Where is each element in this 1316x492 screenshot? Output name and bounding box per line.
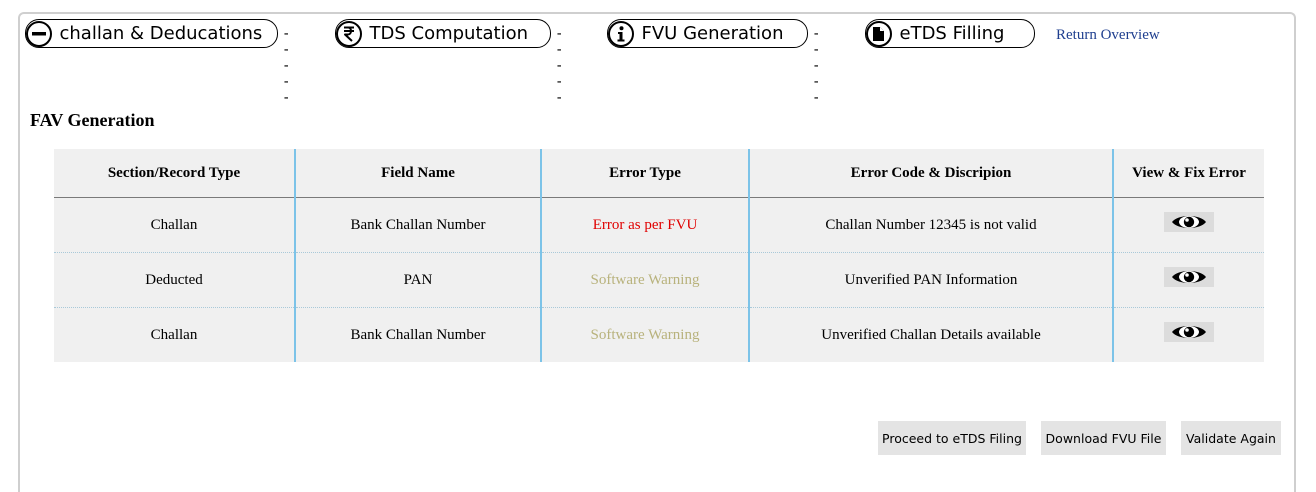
- error-table: Section/Record Type Field Name Error Typ…: [54, 149, 1264, 362]
- cell-description: Unverified PAN Information: [748, 252, 1113, 308]
- download-fvu-file-button[interactable]: Download FVU File: [1041, 421, 1166, 455]
- cell-description: Challan Number 12345 is not valid: [748, 197, 1113, 253]
- table-row: Challan Bank Challan Number Software War…: [54, 307, 1264, 362]
- cell-action: [1112, 252, 1264, 308]
- cell-error-type: Software Warning: [540, 252, 749, 308]
- table-row: Deducted PAN Software Warning Unverified…: [54, 252, 1264, 308]
- step-label: eTDS Filling: [899, 23, 1005, 44]
- cell-field-name: PAN: [294, 252, 541, 308]
- return-overview-link[interactable]: Return Overview: [1056, 27, 1160, 43]
- cell-action: [1112, 197, 1264, 253]
- cell-section: Challan: [54, 307, 295, 362]
- cell-error-type: Error as per FVU: [540, 197, 749, 253]
- step-separator: -----: [812, 26, 822, 106]
- step-challan-deductions[interactable]: challan & Deducations: [25, 19, 278, 48]
- view-fix-error-button[interactable]: [1164, 212, 1214, 233]
- cell-section: Deducted: [54, 252, 295, 308]
- page-title: FAV Generation: [30, 110, 155, 130]
- header-error-type: Error Type: [540, 149, 749, 198]
- cell-section: Challan: [150, 216, 198, 233]
- table-header-row: Section/Record Type Field Name Error Typ…: [54, 149, 1264, 198]
- header-view-fix-error: View & Fix Error: [1112, 149, 1264, 198]
- cell-description: Unverified Challan Details available: [748, 307, 1113, 362]
- step-label: challan & Deducations: [59, 23, 263, 44]
- info-circle-icon: [607, 20, 634, 47]
- eye-icon: [1172, 271, 1206, 284]
- proceed-to-etds-filing-button[interactable]: Proceed to eTDS Filing: [878, 421, 1026, 455]
- view-fix-error-button[interactable]: [1164, 322, 1214, 343]
- eye-icon: [1172, 216, 1206, 229]
- header-error-code-description: Error Code & Discripion: [748, 149, 1113, 198]
- cell-field-name: Bank Challan Number: [294, 197, 541, 253]
- view-fix-error-button[interactable]: [1164, 267, 1214, 288]
- validate-again-button[interactable]: Validate Again: [1181, 421, 1281, 455]
- header-section-record-type: Section/Record Type: [54, 149, 295, 198]
- step-separator: -----: [282, 26, 292, 106]
- header-field-name: Field Name: [294, 149, 541, 198]
- step-label: FVU Generation: [641, 23, 784, 44]
- eye-icon: [1172, 326, 1206, 339]
- step-label: TDS Computation: [369, 23, 529, 44]
- cell-action: [1112, 307, 1264, 362]
- minus-circle-icon: [25, 20, 52, 47]
- step-etds-filling[interactable]: eTDS Filling: [865, 19, 1035, 48]
- step-separator: -----: [555, 26, 565, 106]
- cell-error-type: Software Warning: [540, 307, 749, 362]
- table-row: Challan Bank Challan Number Error as per…: [54, 197, 1264, 253]
- cell-field-name: Bank Challan Number: [294, 307, 541, 362]
- step-fvu-generation[interactable]: FVU Generation: [607, 19, 808, 48]
- rupee-circle-icon: [335, 20, 362, 47]
- step-tds-computation[interactable]: TDS Computation: [335, 19, 551, 48]
- document-circle-icon: [865, 20, 892, 47]
- content-panel: [18, 12, 1296, 492]
